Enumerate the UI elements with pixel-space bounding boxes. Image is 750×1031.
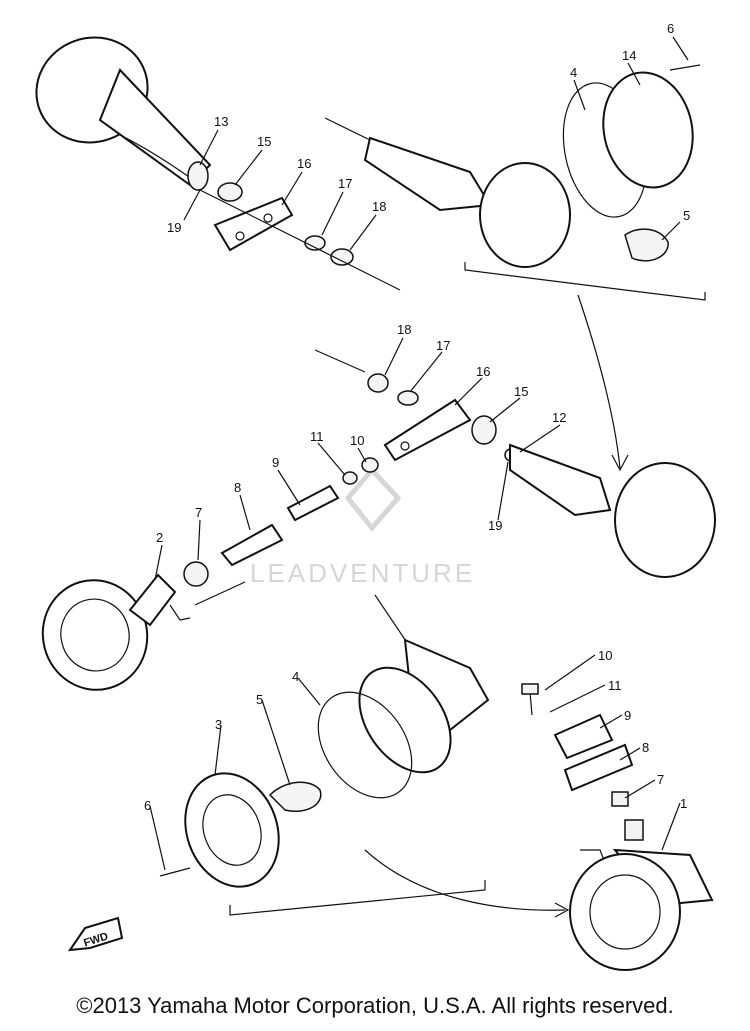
callout-1: 1 xyxy=(680,796,687,811)
callout-4: 4 xyxy=(292,669,299,684)
flasher-front-right-exploded xyxy=(159,594,570,918)
callout-19: 19 xyxy=(488,518,502,533)
callout-16: 16 xyxy=(297,156,311,171)
callout-18: 18 xyxy=(372,199,386,214)
callout-19: 19 xyxy=(167,220,181,235)
callout-15: 15 xyxy=(514,384,528,399)
callout-13: 13 xyxy=(214,114,228,129)
callout-3: 3 xyxy=(215,717,222,732)
callout-8: 8 xyxy=(234,480,241,495)
callout-11: 11 xyxy=(310,429,324,444)
callout-11: 11 xyxy=(608,678,622,693)
callout-labels: 13 15 16 17 18 19 6 14 4 5 18 17 16 15 1… xyxy=(144,21,690,813)
callout-7: 7 xyxy=(195,505,202,520)
callout-14: 14 xyxy=(622,48,636,63)
callout-6: 6 xyxy=(667,21,674,36)
flasher-front-left-mount xyxy=(183,349,716,606)
callout-17: 17 xyxy=(338,176,352,191)
flasher-rear-right-exploded xyxy=(324,64,706,472)
callout-15: 15 xyxy=(257,134,271,149)
callout-10: 10 xyxy=(350,433,364,448)
callout-7: 7 xyxy=(657,772,664,787)
callout-16: 16 xyxy=(476,364,490,379)
callout-6: 6 xyxy=(144,798,151,813)
flasher-front-left xyxy=(41,573,191,691)
callout-18: 18 xyxy=(397,322,411,337)
watermark-text: LEADVENTURE xyxy=(250,558,475,588)
callout-12: 12 xyxy=(552,410,566,425)
flasher-rear-left xyxy=(35,36,401,291)
callout-2: 2 xyxy=(156,530,163,545)
callout-5: 5 xyxy=(256,692,263,707)
forward-direction-marker xyxy=(67,916,124,952)
callout-8: 8 xyxy=(642,740,649,755)
callout-4: 4 xyxy=(570,65,577,80)
callout-10: 10 xyxy=(598,648,612,663)
callout-17: 17 xyxy=(436,338,450,353)
watermark: LEADVENTURE xyxy=(250,466,475,588)
callout-9: 9 xyxy=(624,708,631,723)
callout-9: 9 xyxy=(272,455,279,470)
copyright-notice: ©2013 Yamaha Motor Corporation, U.S.A. A… xyxy=(76,993,674,1018)
flasher-front-right xyxy=(521,683,714,971)
callout-leaders xyxy=(149,36,689,871)
callout-5: 5 xyxy=(683,208,690,223)
